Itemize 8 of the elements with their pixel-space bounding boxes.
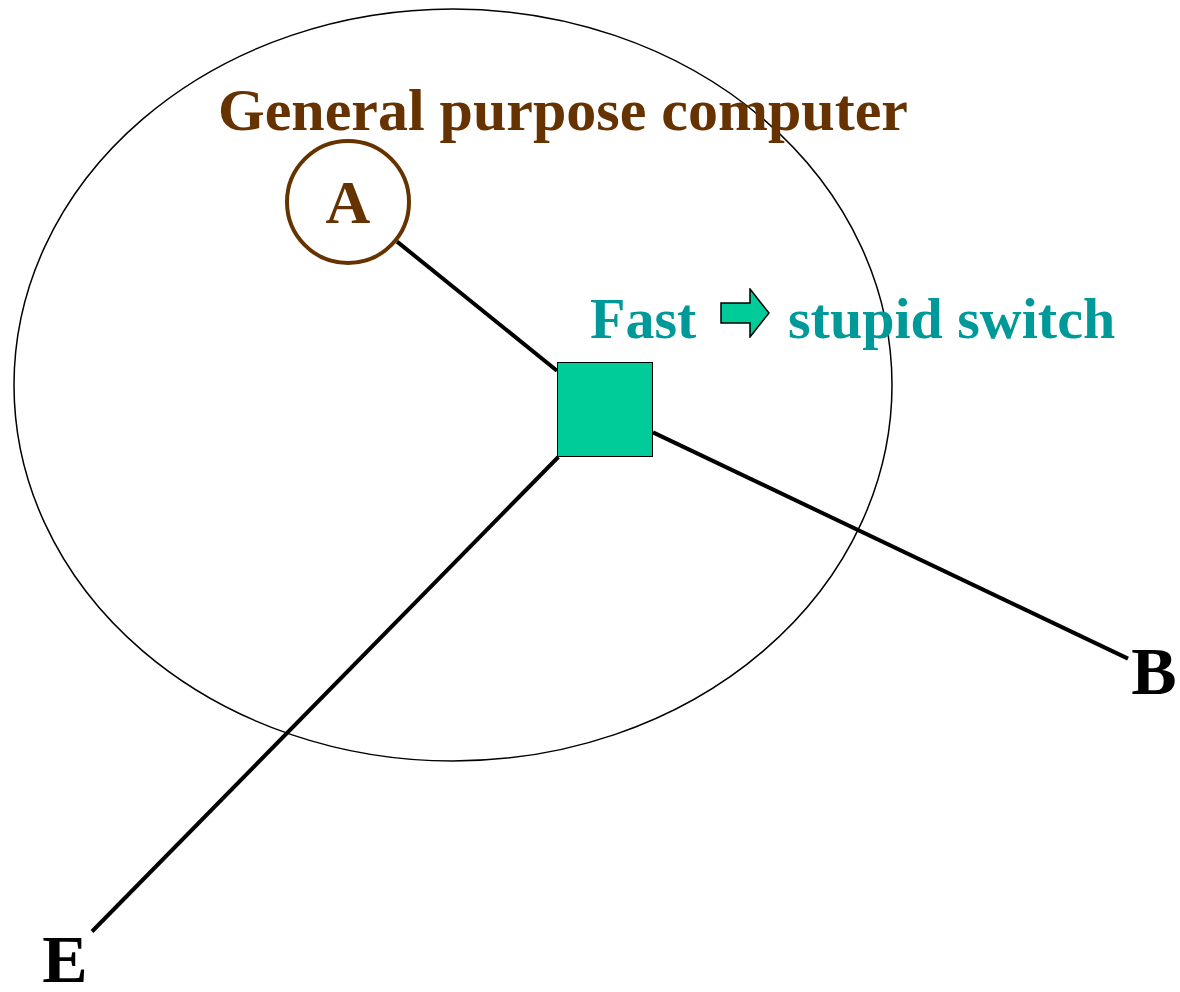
connector-line <box>652 430 1129 661</box>
node-label: A <box>325 171 371 233</box>
connector-line <box>90 455 560 933</box>
endpoint-label: E <box>38 928 92 990</box>
switch-box <box>557 362 653 457</box>
endpoint-label: B <box>1128 640 1180 702</box>
connector-line <box>395 240 559 373</box>
node-caption: Fast <box>590 290 697 348</box>
